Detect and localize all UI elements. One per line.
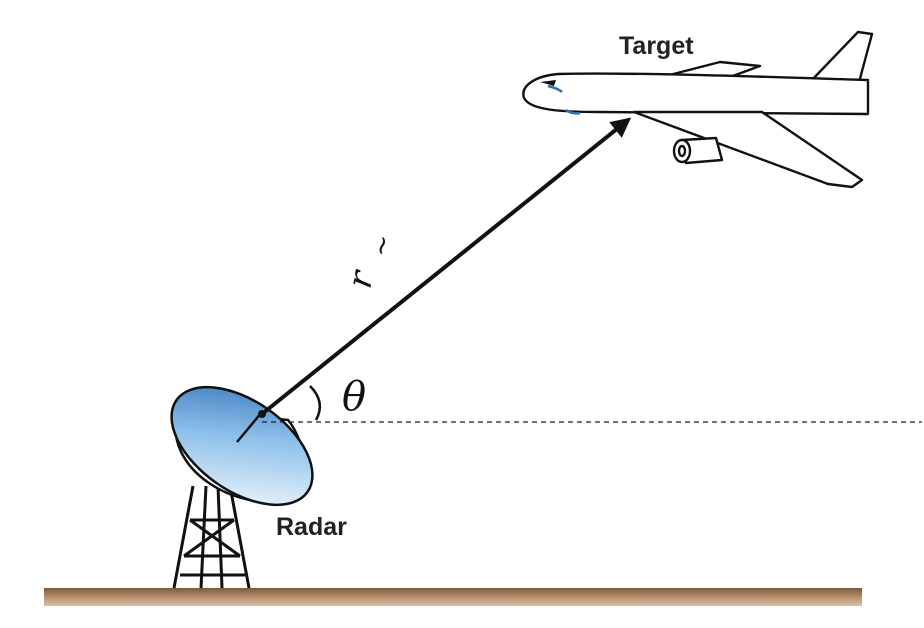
vector-r-label: r	[340, 266, 383, 292]
radar-label: Radar	[276, 513, 347, 541]
ground	[44, 588, 862, 606]
angle-theta-label: θ	[342, 374, 366, 420]
airplane-icon	[522, 30, 874, 189]
radar-tower	[172, 485, 251, 589]
radar-dish	[170, 385, 314, 507]
target-label: Target	[619, 32, 694, 60]
position-vector-arrow	[260, 117, 632, 416]
angle-arc	[309, 385, 322, 421]
vector-r-mark: ~	[366, 232, 400, 260]
